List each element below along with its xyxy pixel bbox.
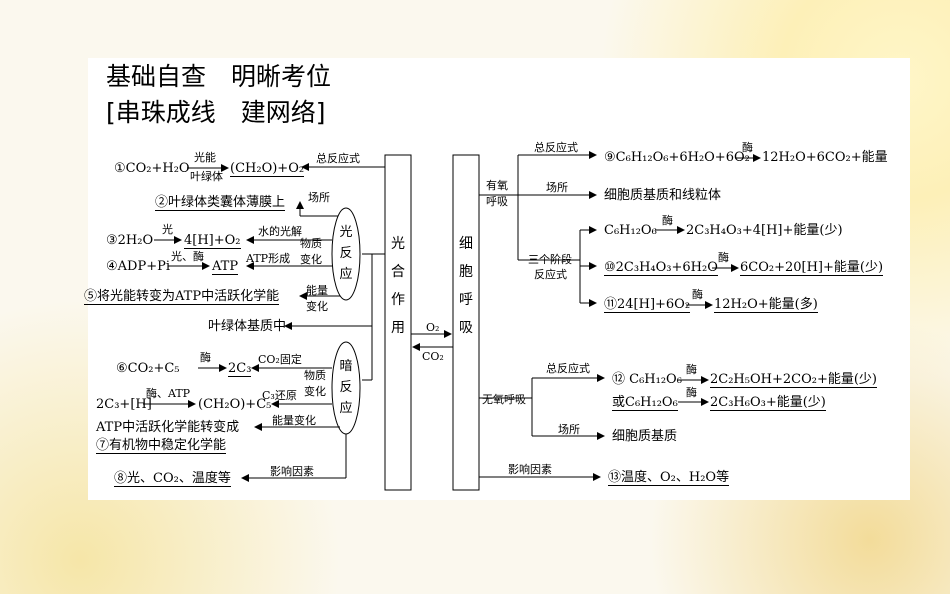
- stage1-right: 2C₃H₄O₃+4[H]+能量(少): [686, 223, 843, 238]
- eq3-tag: 水的光解: [258, 225, 302, 238]
- aerobic-label: 有氧呼吸: [486, 179, 508, 208]
- eq12b-left: 或C₆H₁₂O₆: [612, 395, 678, 411]
- eq12a-right: 2C₂H₅OH+2CO₂+能量(少): [710, 372, 877, 388]
- light-reaction-ellipse: [331, 207, 361, 301]
- eq6-condition: 酶: [200, 351, 211, 364]
- anaerobic-site: 细胞质基质: [612, 429, 678, 444]
- eq4-right: ATP: [212, 259, 239, 275]
- photo-factors-tag: 影响因素: [270, 465, 314, 478]
- light-change-label: 物质变化: [300, 237, 322, 266]
- eq9-condition: 酶: [742, 141, 753, 154]
- dark-change-label: 物质变化: [304, 369, 326, 398]
- eq6-right: 2C₃: [228, 361, 252, 377]
- dark-energy-tag: 能量变化: [272, 414, 316, 427]
- dark-energy-line2: ⑦有机物中稳定化学能: [96, 438, 227, 454]
- light-energy: ⑤将光能转变为ATP中活跃化学能: [84, 289, 280, 305]
- eq7-left: 2C₃+[H]: [96, 397, 152, 412]
- dark-reaction-label: 暗反应: [339, 359, 353, 416]
- aerobic-site: 细胞质基质和线粒体: [604, 188, 722, 203]
- respiration-box: [452, 154, 480, 491]
- stage3-right: 12H₂O+能量(多): [714, 297, 818, 313]
- stage3-left: ⑪24[H]+6O₂: [604, 297, 691, 313]
- light-site-tag: 场所: [308, 191, 330, 204]
- eq1-condition-top: 光能: [194, 151, 216, 164]
- eq7-tag: C₃还原: [262, 389, 297, 402]
- eq9-left: ⑨C₆H₁₂O₆+6H₂O+6O₂: [604, 150, 750, 165]
- eq4-left: ④ADP+Pi: [106, 259, 171, 274]
- eq4-tag: ATP形成: [246, 252, 291, 265]
- light-energy-tag: 能量变化: [306, 284, 328, 313]
- eq1-condition-bottom: 叶绿体: [190, 170, 223, 183]
- eq9-right: 12H₂O+6CO₂+能量: [762, 150, 888, 165]
- eq3-condition: 光: [162, 223, 173, 236]
- eq12b-right: 2C₃H₆O₃+能量(少): [710, 395, 826, 411]
- eq6-left: ⑥CO₂+C₅: [116, 361, 180, 376]
- co2-label: CO₂: [422, 350, 444, 363]
- stage1-left: C₆H₁₂O₆: [604, 223, 657, 238]
- light-reaction-label: 光反应: [339, 225, 353, 282]
- photosynthesis-box: [384, 154, 412, 491]
- photo-factors: ⑧光、CO₂、温度等: [114, 471, 231, 487]
- anaerobic-total-tag: 总反应式: [546, 362, 590, 375]
- stage2-right: 6CO₂+20[H]+能量(少): [740, 260, 884, 276]
- respiration-factors: ⑬温度、O₂、H₂O等: [608, 470, 730, 486]
- stages-tag-line1: 三个阶段: [528, 253, 572, 266]
- eq3-right: 4[H]+O₂: [184, 233, 241, 249]
- stages-tag-line2: 反应式: [534, 268, 567, 281]
- stage2-left: ⑩2C₃H₄O₃+6H₂O: [604, 260, 718, 276]
- dark-energy-line1: ATP中活跃化学能转变成: [96, 420, 240, 435]
- photosynthesis-label: 光合作用: [391, 236, 405, 336]
- eq7-condition: 酶、ATP: [146, 387, 191, 400]
- respiration-factors-tag: 影响因素: [508, 463, 552, 476]
- eq12b-condition: 酶: [686, 386, 697, 399]
- o2-label: O₂: [426, 321, 440, 334]
- eq1-right: (CH₂O)+O₂: [230, 161, 305, 177]
- eq7-right: (CH₂O)+C₅: [198, 397, 272, 412]
- respiration-label: 细胞呼吸: [459, 236, 473, 336]
- content-panel: [88, 58, 910, 500]
- anaerobic-site-tag: 场所: [558, 423, 580, 436]
- anaerobic-label: 无氧呼吸: [482, 393, 526, 406]
- aerobic-total-tag: 总反应式: [534, 141, 578, 154]
- eq3-left: ③2H₂O: [106, 233, 154, 248]
- stage2-condition: 酶: [718, 251, 729, 264]
- eq12a-left: ⑫ C₆H₁₂O₆: [612, 372, 682, 387]
- light-site: ②叶绿体类囊体薄膜上: [155, 195, 286, 211]
- stage1-condition: 酶: [662, 214, 673, 227]
- eq6-tag: CO₂固定: [258, 353, 302, 366]
- eq4-condition: 光、酶: [171, 250, 204, 263]
- eq1-left: ①CO₂+H₂O: [114, 161, 190, 176]
- dark-site: 叶绿体基质中: [208, 319, 287, 334]
- stage3-condition: 酶: [692, 288, 703, 301]
- aerobic-site-tag: 场所: [546, 181, 568, 194]
- page-subtitle: [串珠成线 建网络]: [106, 98, 326, 127]
- page-title: 基础自查 明晰考位: [106, 62, 332, 91]
- eq1-tag: 总反应式: [316, 152, 360, 165]
- eq12a-condition: 酶: [686, 363, 697, 376]
